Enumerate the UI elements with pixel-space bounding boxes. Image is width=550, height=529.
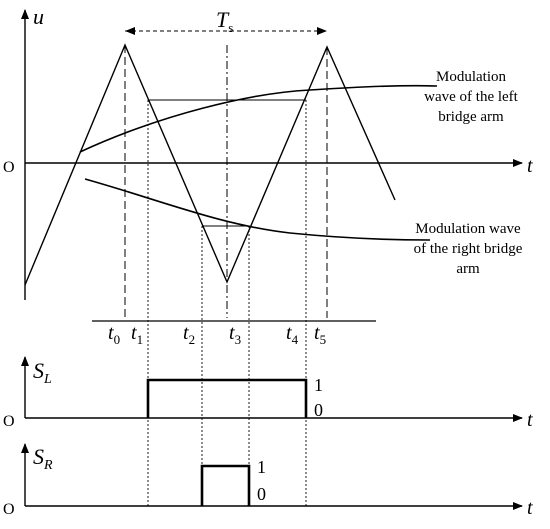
ts-label: Ts: [216, 7, 233, 35]
left-wave-annotation-3: bridge arm: [438, 109, 504, 125]
sl-level-one: 1: [314, 375, 323, 395]
t4-label: t4: [286, 322, 299, 347]
sl-pulse: [146, 378, 308, 418]
sr-level-one: 1: [257, 457, 266, 477]
right-wave-annotation-1: Modulation wave: [415, 221, 521, 237]
t-axis-label-top: t: [527, 155, 533, 177]
right-wave-annotation-3: arm: [456, 261, 480, 277]
left-wave-annotation-1: Modulation: [436, 69, 506, 85]
top-plot: [21, 9, 523, 322]
origin-label-top: O: [3, 159, 15, 176]
t3-label: t3: [229, 322, 241, 347]
ts-arrow-right: [317, 27, 327, 35]
left-wave-annotation-2: wave of the left: [424, 89, 519, 105]
t1-label: t1: [131, 322, 143, 347]
sl-plot: [21, 356, 523, 422]
sr-level-zero: 0: [257, 484, 266, 504]
t-axis-label-sl: t: [527, 409, 533, 431]
sl-level-zero: 0: [314, 400, 323, 420]
right-modulation-wave: [84, 178, 431, 241]
u-axis-label: u: [33, 4, 44, 29]
carrier-triangle: [24, 43, 396, 286]
projection-lines: [147, 100, 307, 506]
t-axis-label-sr: t: [527, 497, 533, 519]
origin-label-sl: O: [3, 413, 15, 430]
ts-arrow-left: [125, 27, 135, 35]
t2-label: t2: [183, 322, 195, 347]
left-modulation-wave: [79, 84, 438, 153]
t0-label: t0: [108, 322, 120, 347]
sl-axis-label: SL: [33, 358, 52, 387]
sr-plot: [21, 443, 523, 510]
sr-axis-label: SR: [33, 444, 53, 473]
right-wave-annotation-2: of the right bridge: [414, 241, 523, 257]
sr-pulse: [200, 464, 251, 506]
origin-label-sr: O: [3, 501, 15, 518]
t5-label: t5: [314, 322, 326, 347]
